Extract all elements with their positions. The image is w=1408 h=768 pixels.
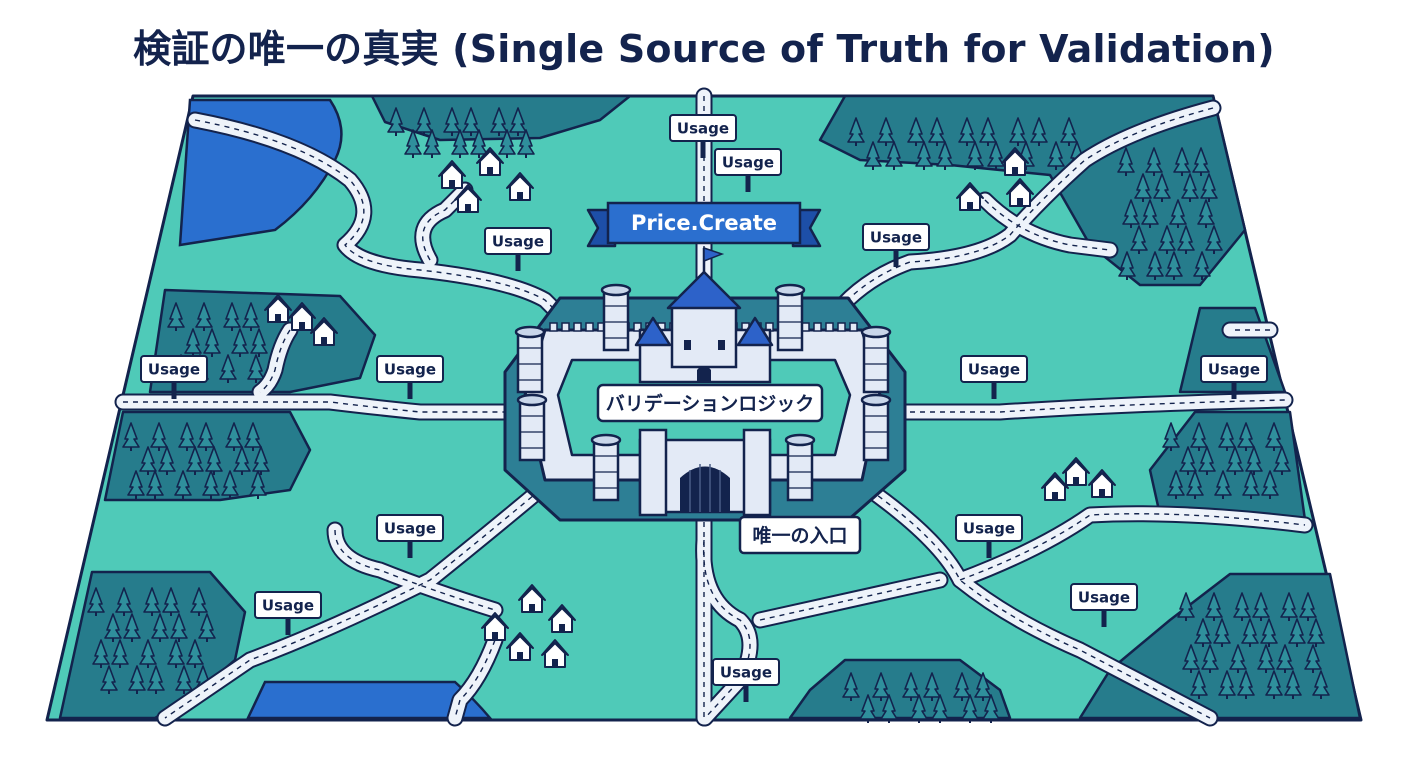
sign-board [669, 114, 737, 142]
road-centerline [334, 529, 496, 611]
sign-board [1070, 583, 1138, 611]
wall-crenel [825, 322, 834, 332]
road-centerline [422, 189, 466, 261]
castle-tower [600, 283, 632, 352]
usage-label: Usage [384, 520, 436, 538]
single-entrance-label: 唯一の入口 [738, 515, 862, 555]
wall-crenel [585, 322, 594, 332]
wall-crenel [561, 322, 570, 332]
page-title: 検証の唯一の真実 (Single Source of Truth for Val… [133, 27, 1275, 71]
usage-label: Usage [492, 233, 544, 251]
road-centerline [123, 401, 520, 413]
wall-crenel [849, 322, 858, 332]
usage-label: Usage [968, 361, 1020, 379]
usage-sign: Usage [955, 514, 1023, 558]
wall-crenel [813, 322, 822, 332]
price-create-banner: Price.Create [586, 201, 822, 248]
sign-board [712, 658, 780, 686]
road-centerline [984, 199, 1111, 251]
castle-tower [784, 433, 816, 502]
usage-sign: Usage [1070, 583, 1138, 627]
road-centerline [829, 107, 1214, 321]
validation-logic-label: バリデーションロジック [596, 383, 824, 423]
usage-sign: Usage [960, 355, 1028, 399]
sign-board [140, 355, 208, 383]
sign-post [893, 247, 899, 267]
castle-tower [860, 393, 892, 462]
road-centerline [454, 639, 496, 719]
usage-label: Usage [870, 229, 922, 247]
banner-text: Price.Create [631, 211, 777, 235]
usage-label: Usage [1078, 589, 1130, 607]
wall-crenel [633, 322, 642, 332]
usage-sign: Usage [714, 148, 782, 192]
usage-sign: Usage [669, 114, 737, 158]
usage-label: Usage [677, 120, 729, 138]
castle-tower [516, 393, 548, 462]
usage-label: Usage [262, 597, 314, 615]
sign-board [960, 355, 1028, 383]
road-centerline [164, 489, 541, 719]
sign-post [991, 379, 997, 399]
usage-label: Usage [148, 361, 200, 379]
castle-keep [634, 246, 774, 384]
sign-board [862, 223, 930, 251]
sign-post [745, 172, 751, 192]
sign-board [1200, 355, 1268, 383]
usage-label: Usage [963, 520, 1015, 538]
sign-board [254, 591, 322, 619]
usage-label: Usage [1208, 361, 1260, 379]
road-centerline [702, 539, 751, 719]
road-centerline [759, 579, 941, 621]
wall-crenel [837, 322, 846, 332]
sign-board [714, 148, 782, 176]
validation-logic-text: バリデーションロジック [606, 392, 815, 415]
road-centerline [890, 399, 1286, 413]
single-entrance-text: 唯一の入口 [752, 524, 847, 547]
roads [114, 87, 1314, 727]
usage-sign: Usage [484, 227, 552, 271]
road-centerline [959, 513, 1306, 581]
usage-sign: Usage [712, 658, 780, 702]
sign-post [743, 682, 749, 702]
wall-crenel [573, 322, 582, 332]
lake-bottom [246, 680, 493, 720]
sign-post [285, 615, 291, 635]
usage-label: Usage [720, 664, 772, 682]
castle-tower [514, 325, 546, 394]
sign-post [1231, 379, 1237, 399]
sign-post [515, 251, 521, 271]
usage-label: Usage [722, 154, 774, 172]
usage-sign: Usage [862, 223, 930, 267]
usage-sign: Usage [376, 355, 444, 399]
sign-board [484, 227, 552, 255]
sign-post [700, 138, 706, 158]
sign-post [986, 538, 992, 558]
sign-post [171, 379, 177, 399]
sign-post [407, 379, 413, 399]
sign-board [376, 514, 444, 542]
road-centerline [194, 119, 571, 326]
castle-tower [860, 325, 892, 394]
usage-sign: Usage [376, 514, 444, 558]
sign-post [1101, 607, 1107, 627]
road-centerline [259, 329, 291, 393]
sign-post [407, 538, 413, 558]
usage-label: Usage [384, 361, 436, 379]
castle-tower [774, 283, 806, 352]
road-centerline [869, 489, 1211, 719]
sign-board [955, 514, 1023, 542]
usage-sign: Usage [140, 355, 208, 399]
castle-tower [590, 433, 622, 502]
usage-sign: Usage [1200, 355, 1268, 399]
castle-gatehouse [638, 428, 772, 517]
usage-sign: Usage [254, 591, 322, 635]
sign-board [376, 355, 444, 383]
wall-crenel [549, 322, 558, 332]
